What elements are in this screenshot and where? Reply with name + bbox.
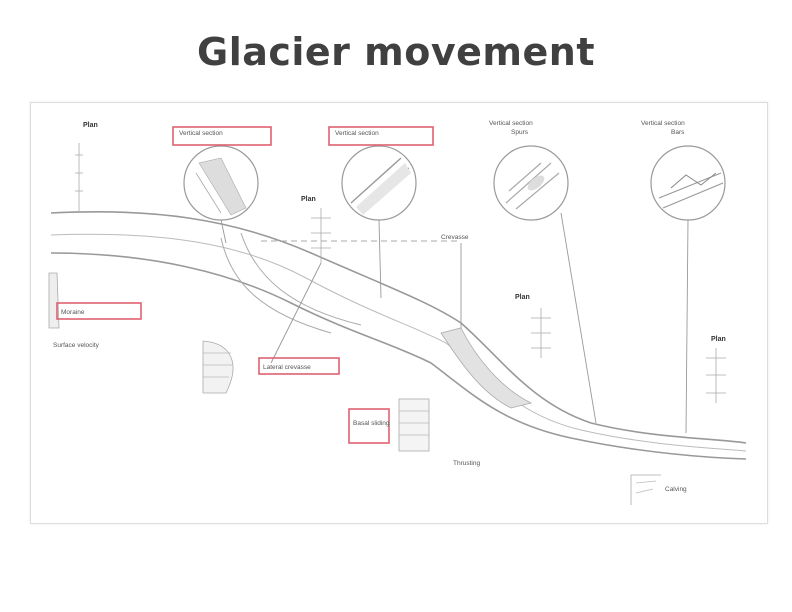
section-circle-2 [342, 146, 416, 220]
section-4-line1: Vertical section [641, 120, 685, 127]
plan-stack-3 [531, 308, 551, 358]
section-circle-1 [184, 146, 258, 220]
label-lateral-crevasse: Lateral crevasse [263, 364, 311, 371]
glacier-upper-edge [51, 212, 746, 443]
velocity-profile-2 [399, 399, 429, 451]
label-moraine: Moraine [61, 309, 85, 316]
section-3-line1: Vertical section [489, 120, 533, 127]
plan-label-1: Plan [83, 122, 98, 129]
label-surface-velocity: Surface velocity [53, 342, 100, 349]
leader-4 [686, 220, 688, 433]
slide-title: Glacier movement [0, 30, 792, 74]
section-2-line1: Vertical section [335, 130, 379, 137]
plan-label-4: Plan [711, 336, 726, 343]
section-circle-4 [651, 146, 725, 220]
velocity-profile-1 [203, 341, 233, 393]
label-thrusting: Thrusting [453, 460, 480, 467]
section-3-line2: Spurs [511, 129, 529, 136]
plan-stack-4 [706, 348, 726, 403]
section-1-line1: Vertical section [179, 130, 223, 137]
plan-stack-1 [75, 143, 83, 213]
terminus-lines [631, 475, 661, 505]
flow-shaded-zone [441, 328, 531, 408]
label-crevasse: Crevasse [441, 234, 469, 241]
glacier-diagram: Plan Plan Plan Plan Vertical section Ver… [30, 102, 768, 524]
label-calving: Calving [665, 486, 687, 493]
diagram-canvas: Plan Plan Plan Plan Vertical section Ver… [31, 103, 767, 523]
glacier-lower-edge [51, 253, 746, 459]
glacier-inner-line [51, 234, 746, 451]
leader-2 [379, 220, 381, 298]
plan-label-2: Plan [301, 196, 316, 203]
label-basal-sliding: Basal sliding [353, 420, 390, 427]
plan-label-3: Plan [515, 294, 530, 301]
section-4-line2: Bars [671, 129, 685, 136]
flow-arc-2 [241, 233, 361, 325]
section-circle-3 [494, 146, 568, 220]
leader-3 [561, 213, 596, 423]
